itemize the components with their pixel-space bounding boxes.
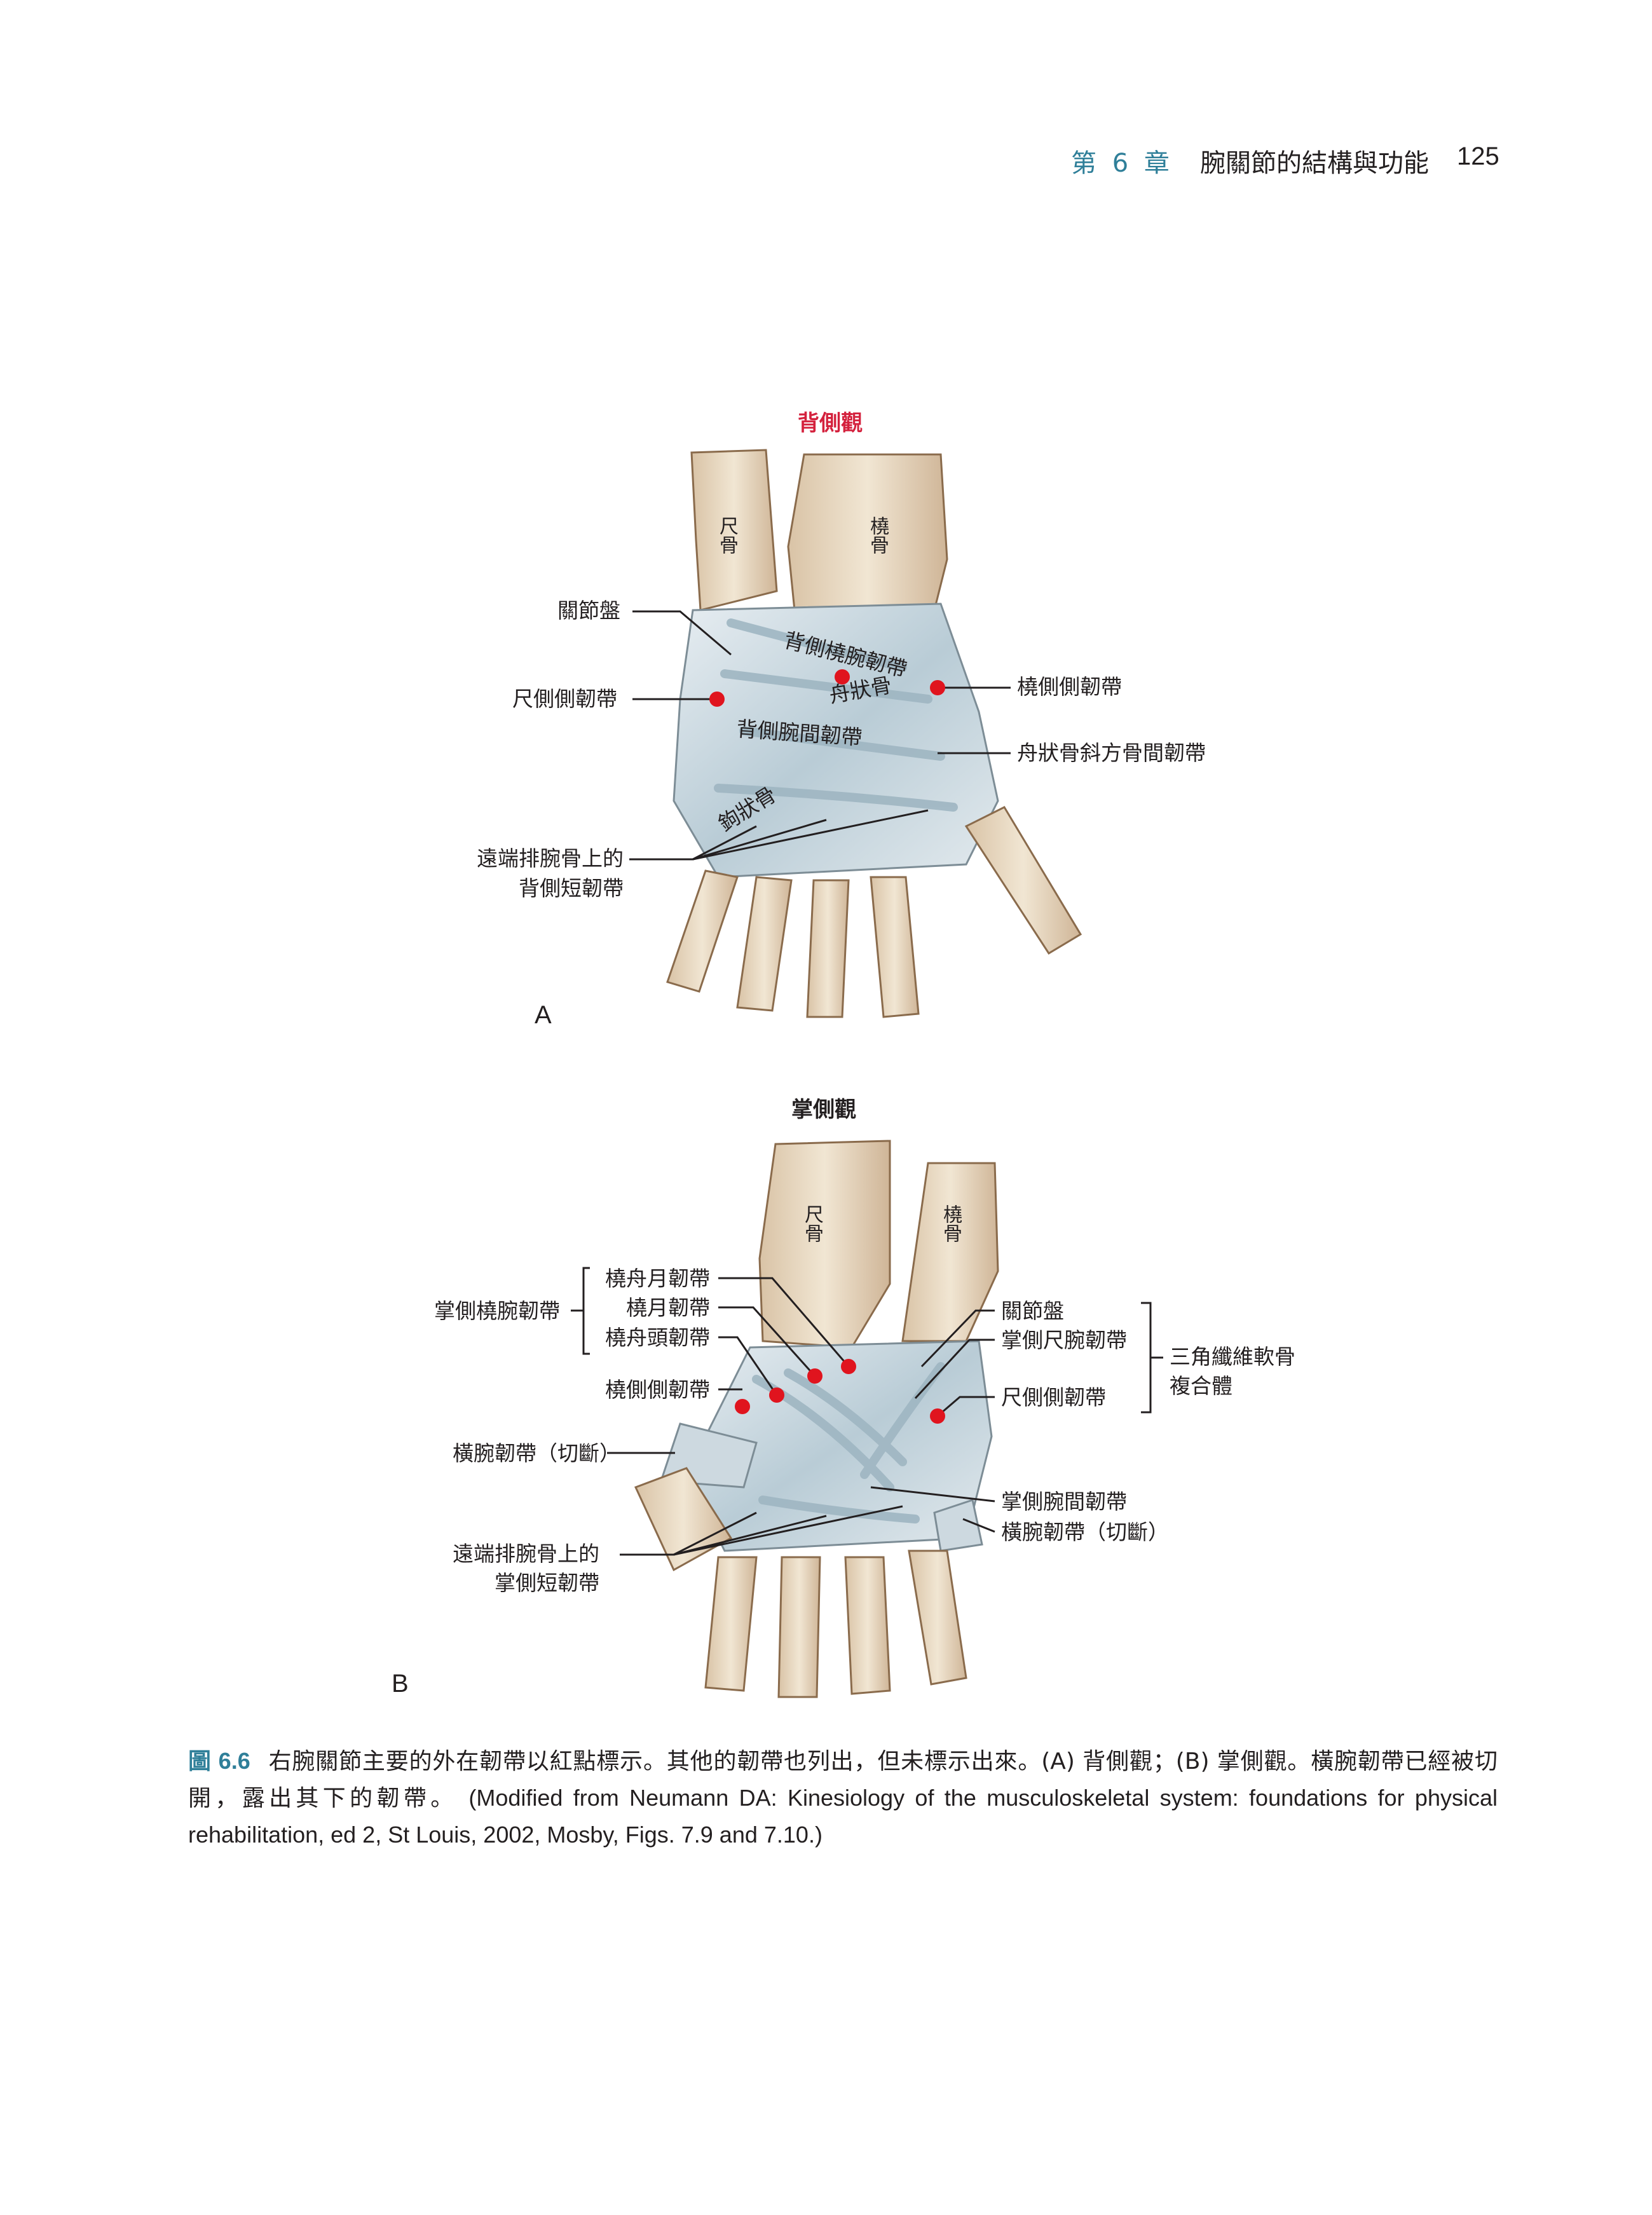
figure-caption-number: 圖 6.6 xyxy=(188,1748,250,1774)
figure-b-marker-radioscaphocapitate xyxy=(769,1387,784,1403)
figure-caption-source: (Modified from Neumann DA: Kinesiology o… xyxy=(188,1785,1498,1848)
figure-a-marker-dorsal-radiocarpal xyxy=(835,669,850,685)
figure-a-red-markers xyxy=(709,669,945,707)
figure-b-metacarpals xyxy=(634,1467,967,1698)
figure-b-label-transverse-carpal-right: 橫腕韌帶（切斷） xyxy=(1001,1520,1169,1544)
figure-a-ulna-label: 尺骨 xyxy=(716,516,738,554)
figure-a-label-distal-row-line2: 背側短韌帶 xyxy=(519,876,624,901)
figure-a-metacarpals xyxy=(666,806,1082,1018)
figure-b-artwork xyxy=(571,1140,1163,1698)
figure-b-label-radioscaphocapitate: 橈舟頭韌帶 xyxy=(605,1325,710,1350)
figure-b-label-ulnar-collateral: 尺側側韌帶 xyxy=(1001,1385,1106,1410)
figure-b-label-transverse-carpal-left: 橫腕韌帶（切斷） xyxy=(453,1441,620,1466)
figure-b-label-palmar-radiocarpal-group: 掌側橈腕韌帶 xyxy=(434,1298,560,1323)
figure-b-marker-ulnar-collateral xyxy=(930,1408,945,1424)
figure-a-label-radial-collateral: 橈側側韌帶 xyxy=(1017,674,1122,699)
figure-b-label-radiolunate: 橈月韌帶 xyxy=(626,1295,710,1320)
figure-a-label-scaphotrapezial: 舟狀骨斜方骨間韌帶 xyxy=(1017,740,1206,765)
figure-a-panel-letter: A xyxy=(535,1001,552,1029)
chapter-title: 腕關節的結構與功能 xyxy=(1200,149,1429,178)
figure-a-artwork xyxy=(629,449,1082,1018)
figure-a-radius-label: 橈骨 xyxy=(866,516,889,554)
figure-b-radius-label: 橈骨 xyxy=(939,1204,962,1243)
figure-b-label-tfcc-line2: 複合體 xyxy=(1170,1373,1232,1398)
figure-b-view-title: 掌側觀 xyxy=(791,1097,856,1122)
figure-b-radius-bone xyxy=(901,1162,999,1342)
figure-b-label-radioscapholunate: 橈舟月韌帶 xyxy=(605,1266,710,1291)
figure-b-ulna-bone xyxy=(758,1140,891,1349)
figure-b-panel-letter: B xyxy=(392,1670,409,1698)
figure-b-label-distal-row-line1: 遠端排腕骨上的 xyxy=(453,1541,599,1566)
figure-b-marker-radiolunate xyxy=(807,1368,823,1384)
figure-b-transverse-ligament-right xyxy=(933,1499,983,1552)
figure-b-red-markers xyxy=(735,1359,945,1424)
figure-a-label-distal-row-line1: 遠端排腕骨上的 xyxy=(477,846,624,871)
figure-b-label-distal-row-line2: 掌側短韌帶 xyxy=(495,1571,599,1595)
figure-a-view-title: 背側觀 xyxy=(798,411,863,436)
figure-a-label-articular-disc: 關節盤 xyxy=(557,598,620,623)
figure-a-label-ulnar-collateral: 尺側側韌帶 xyxy=(512,686,617,711)
page-number: 125 xyxy=(1457,142,1499,170)
figure-b-label-tfcc-line1: 三角纖維軟骨 xyxy=(1170,1344,1295,1369)
figure-b-marker-radial-collateral xyxy=(735,1399,750,1414)
figure-b-label-palmar-ulnocarpal: 掌側尺腕韌帶 xyxy=(1001,1328,1127,1353)
figure-b-label-radial-collateral: 橈側側韌帶 xyxy=(605,1377,710,1402)
figure-b-marker-radioscapholunate xyxy=(841,1359,856,1374)
figure-a-ulna-bone xyxy=(690,449,778,611)
figure-b-label-palmar-intercarpal: 掌側腕間韌帶 xyxy=(1001,1489,1127,1514)
figure-a-marker-radial-collateral xyxy=(930,680,945,695)
figure-b-ulna-label: 尺骨 xyxy=(801,1204,823,1243)
figure-a-marker-ulnar-collateral xyxy=(709,692,725,707)
figure-caption-text-zh: 右腕關節主要的外在韌帶以紅點標示。其他的韌帶也列出，但未標示出來。(A) 背側觀… xyxy=(188,1748,1498,1811)
figure-b-label-articular-disc: 關節盤 xyxy=(1001,1298,1064,1323)
chapter-number: 第 6 章 xyxy=(1071,149,1173,178)
